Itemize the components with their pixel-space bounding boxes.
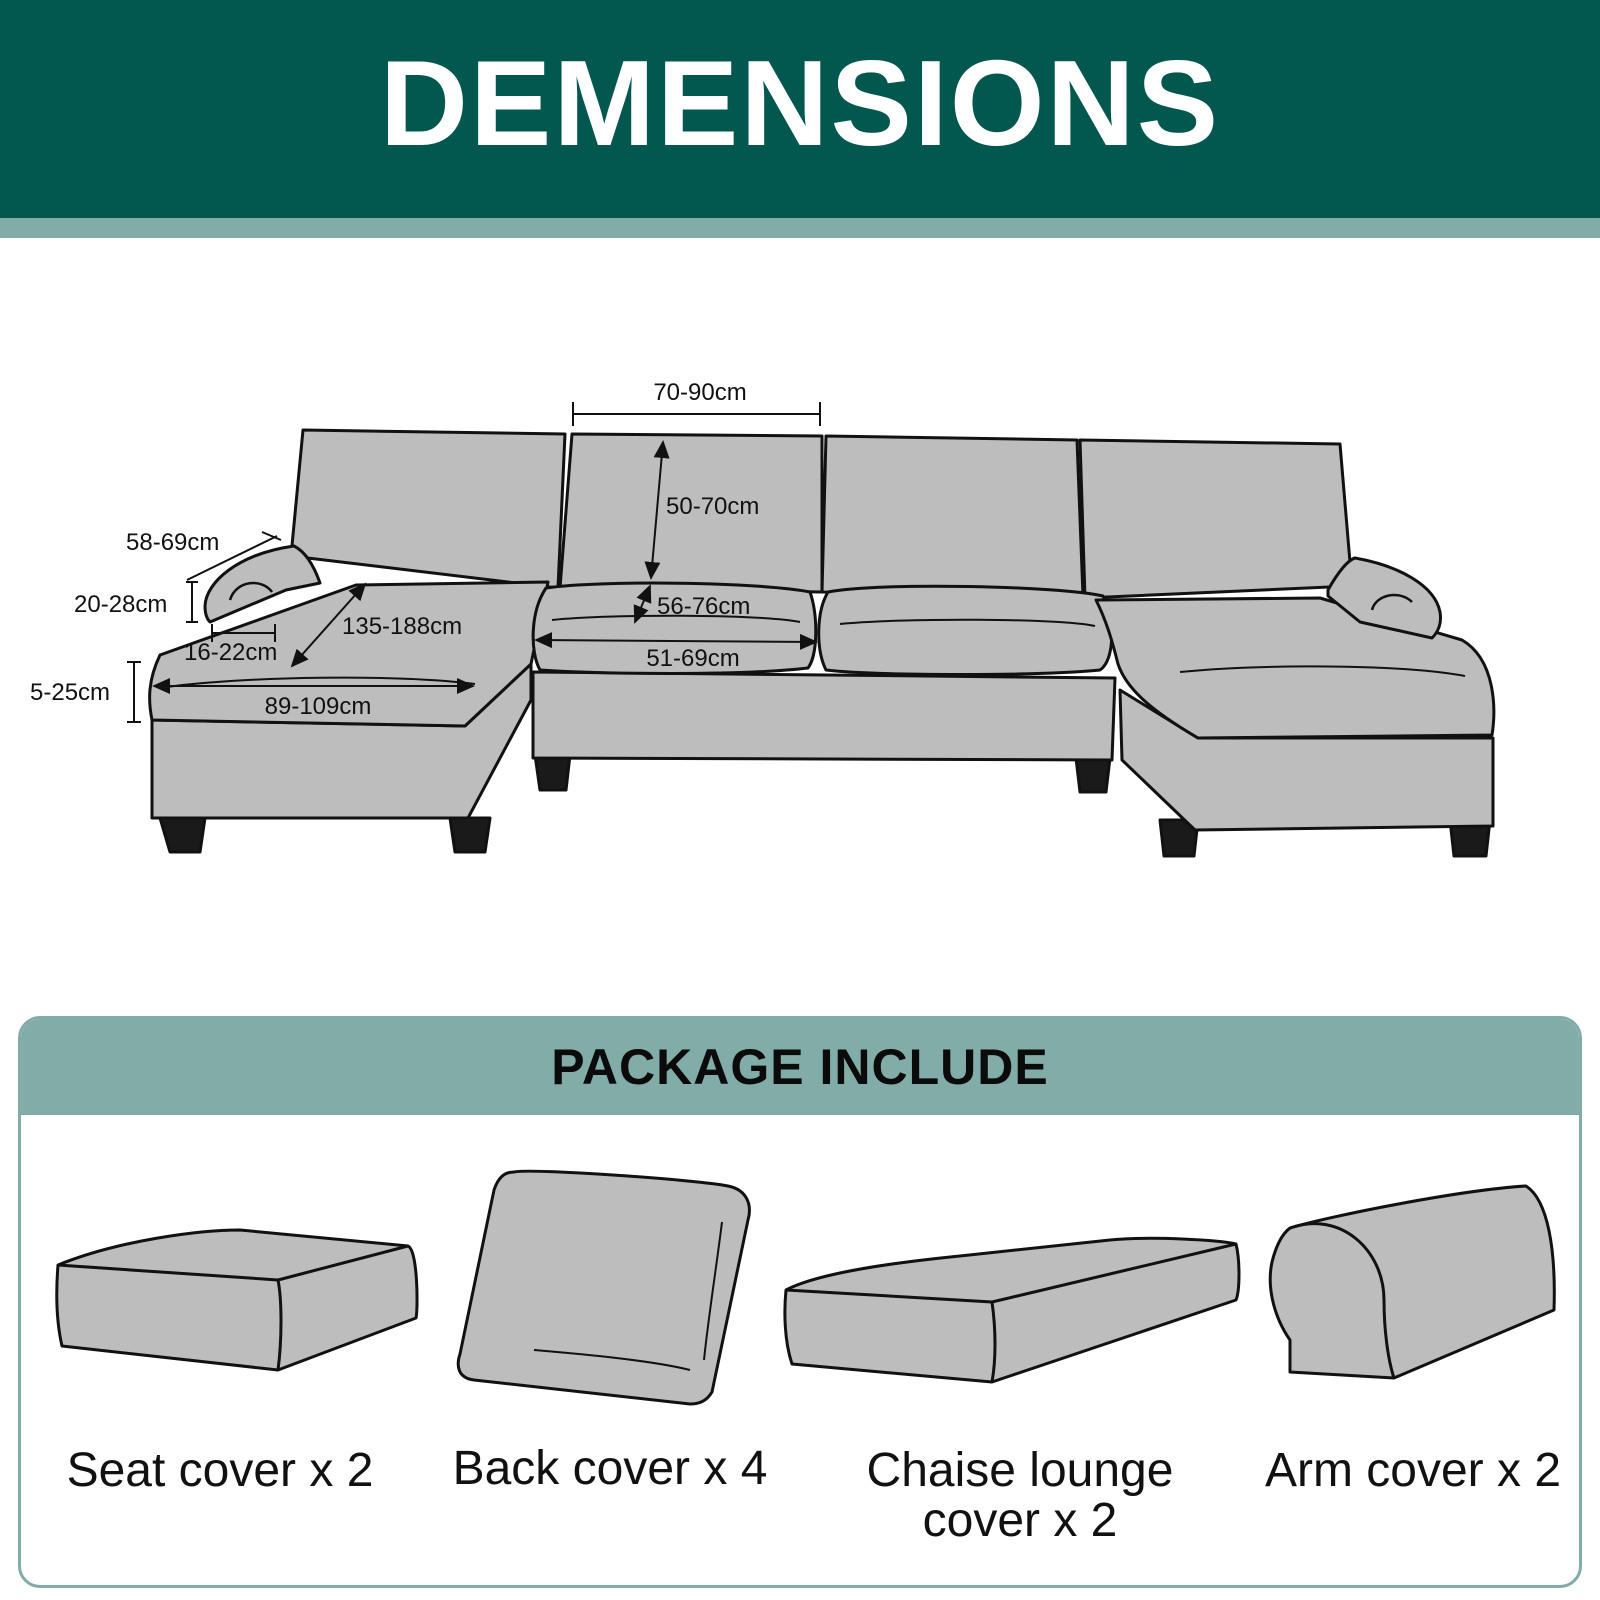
- dim-cushion-thickness: 5-25cm: [30, 679, 110, 706]
- package-item-label-seat: Seat cover x 2: [66, 1444, 374, 1497]
- sofa-right-chaise-seat: [1094, 596, 1496, 740]
- sofa-center-base: [531, 670, 1117, 762]
- package-header: PACKAGE INCLUDE: [21, 1019, 1579, 1115]
- header-accent-strip: [0, 218, 1600, 238]
- dim-back-height: 50-70cm: [666, 493, 759, 520]
- sofa-seat-cushion: [817, 584, 1114, 676]
- dim-seat-width: 51-69cm: [646, 645, 739, 672]
- dim-chaise-width: 89-109cm: [265, 693, 372, 720]
- sofa-leg: [448, 816, 492, 854]
- dim-back-width: 70-90cm: [653, 379, 746, 406]
- dim-chaise-length: 135-188cm: [342, 613, 462, 640]
- page-title: DEMENSIONS: [379, 35, 1221, 171]
- sofa-dimension-diagram: 70-90cm 50-70cm 58-69cm 20-28cm 16-22cm …: [30, 379, 1496, 858]
- package-item-label-back: Back cover x 4: [452, 1442, 768, 1495]
- dim-arm-width: 16-22cm: [184, 639, 277, 666]
- seat-cushion-icon: [55, 1228, 419, 1372]
- dim-chaise-arm-length: 58-69cm: [126, 529, 219, 556]
- arm-cover-icon: [1268, 1184, 1556, 1380]
- package-title: PACKAGE INCLUDE: [551, 1039, 1049, 1095]
- header-banner: DEMENSIONS: [0, 0, 1600, 218]
- dim-arm-height: 20-28cm: [74, 591, 167, 618]
- chaise-cushion-icon: [783, 1236, 1241, 1384]
- dim-seat-depth: 56-76cm: [657, 593, 750, 620]
- package-item-label-chaise: Chaise lounge cover x 2: [866, 1444, 1174, 1547]
- package-item-label-arm: Arm cover x 2: [1264, 1444, 1562, 1497]
- back-cushion-icon: [456, 1169, 751, 1406]
- sofa-seat-cushion: [531, 581, 818, 675]
